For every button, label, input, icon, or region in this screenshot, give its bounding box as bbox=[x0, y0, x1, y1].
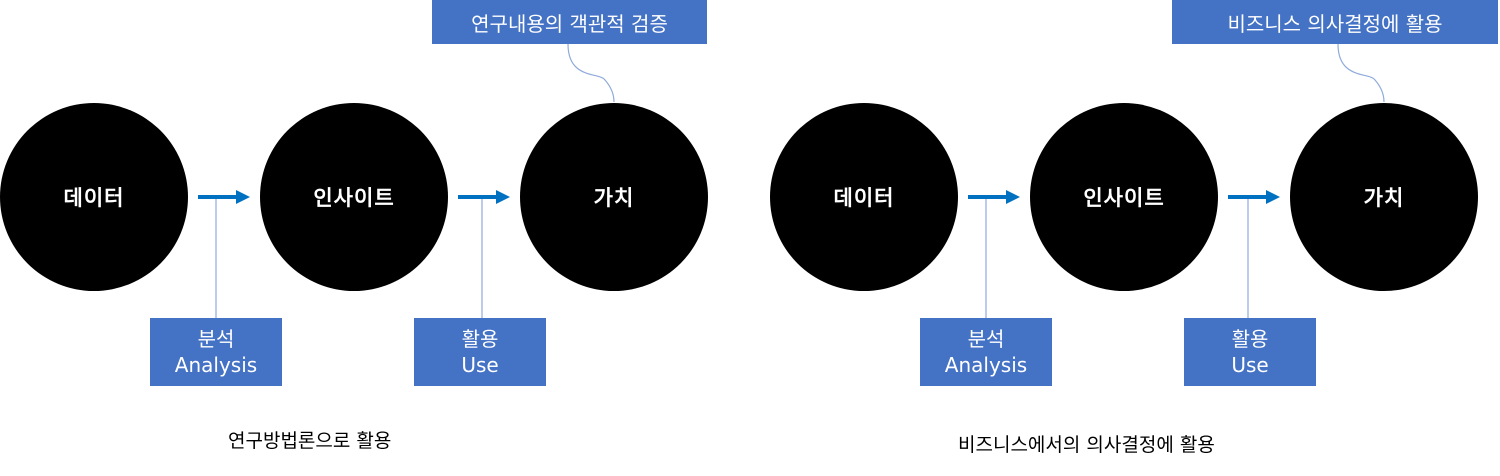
step-label: 분석 bbox=[197, 327, 235, 351]
node-label: 데이터 bbox=[63, 186, 125, 210]
step-analysis-box: 분석 Analysis bbox=[920, 318, 1052, 386]
node-label: 가치 bbox=[593, 186, 635, 210]
caption: 연구방법론으로 활용 bbox=[228, 430, 392, 452]
arrow-right-1-head bbox=[1006, 190, 1020, 204]
step-sublabel: Use bbox=[461, 353, 499, 377]
step-label: 분석 bbox=[967, 327, 1005, 351]
diagram-left: 데이터 인사이트 가치 분석 Analysis 활용 Use 연구내용의 객관적… bbox=[0, 0, 708, 452]
node-value: 가치 bbox=[1290, 103, 1478, 291]
callout-text: 연구내용의 객관적 검증 bbox=[471, 11, 668, 36]
step-sublabel: Analysis bbox=[174, 353, 258, 377]
node-label: 인사이트 bbox=[1083, 186, 1165, 210]
arrow-left-2-head bbox=[496, 190, 510, 204]
caption: 비즈니스에서의 의사결정에 활용 bbox=[958, 434, 1215, 456]
node-label: 가치 bbox=[1363, 186, 1405, 210]
callout-box: 비즈니스 의사결정에 활용 bbox=[1172, 0, 1498, 44]
step-use-box: 활용 Use bbox=[1184, 318, 1316, 386]
arrow-right-2-head bbox=[1266, 190, 1280, 204]
arrow-left-1-head bbox=[236, 190, 250, 204]
step-sublabel: Analysis bbox=[944, 353, 1028, 377]
callout-leader-left bbox=[567, 43, 615, 103]
step-use-box: 활용 Use bbox=[414, 318, 546, 386]
step-label: 활용 bbox=[461, 327, 499, 351]
node-label: 데이터 bbox=[833, 186, 895, 210]
node-value: 가치 bbox=[520, 103, 708, 291]
node-insight: 인사이트 bbox=[260, 103, 448, 291]
step-sublabel: Use bbox=[1231, 353, 1269, 377]
diagram-right: 데이터 인사이트 가치 분석 Analysis 활용 Use 비즈니스 의사결정… bbox=[770, 0, 1500, 476]
callout-leader-right bbox=[1337, 43, 1385, 103]
callout-box: 연구내용의 객관적 검증 bbox=[432, 0, 707, 44]
step-label: 활용 bbox=[1231, 327, 1269, 351]
node-data: 데이터 bbox=[0, 103, 188, 291]
node-insight: 인사이트 bbox=[1030, 103, 1218, 291]
node-data: 데이터 bbox=[770, 103, 958, 291]
step-analysis-box: 분석 Analysis bbox=[150, 318, 282, 386]
node-label: 인사이트 bbox=[313, 186, 395, 210]
callout-text: 비즈니스 의사결정에 활용 bbox=[1227, 11, 1443, 36]
